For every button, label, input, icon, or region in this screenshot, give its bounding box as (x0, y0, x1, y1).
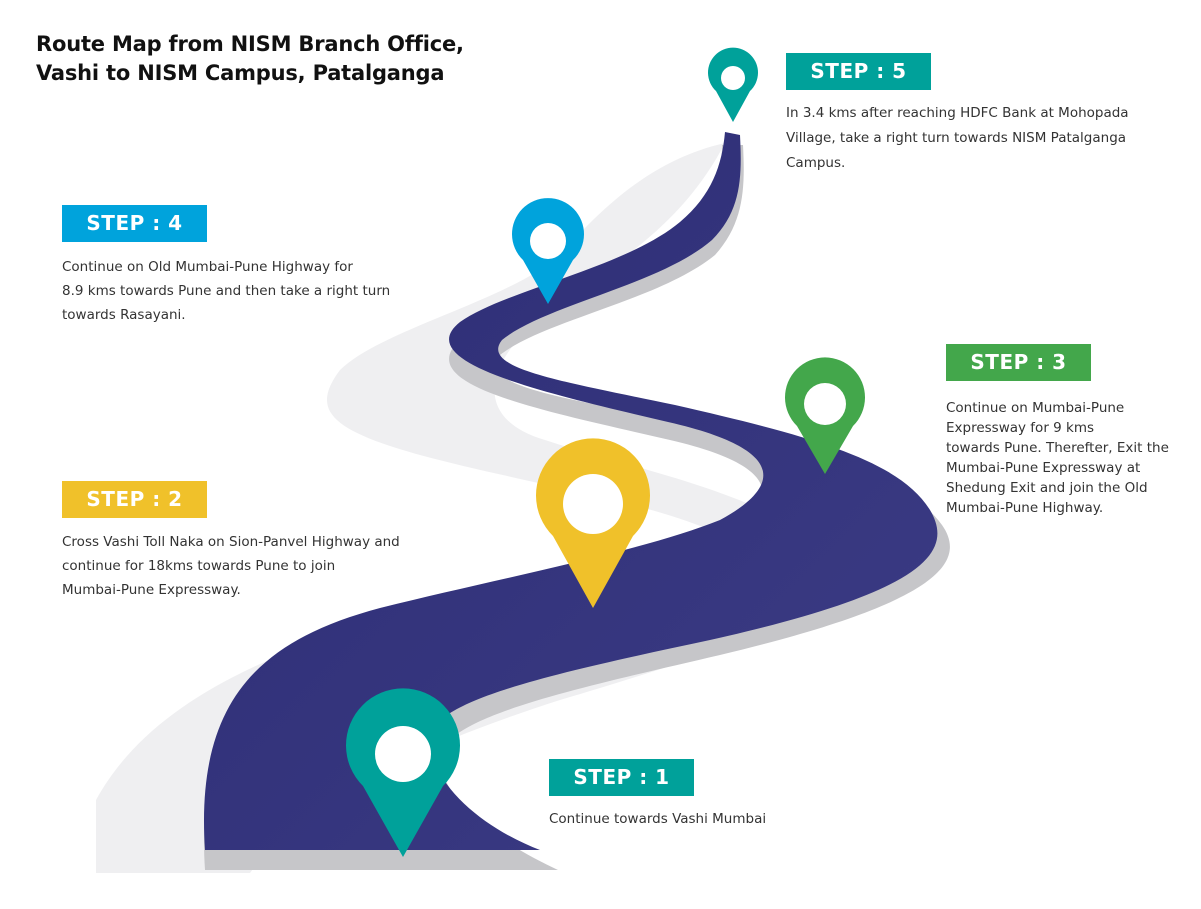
step-1-badge: STEP : 1 (549, 759, 694, 796)
step-4-badge: STEP : 4 (62, 205, 207, 242)
step-2-badge: STEP : 2 (62, 481, 207, 518)
page-title: Route Map from NISM Branch Office, Vashi… (36, 30, 464, 88)
road-surface (203, 132, 938, 850)
step-1-map-pin-icon (346, 688, 460, 857)
step-2-map-pin-icon (536, 438, 650, 608)
step-4-description: Continue on Old Mumbai-Pune Highway for … (62, 259, 391, 323)
step-3-badge: STEP : 3 (946, 344, 1091, 381)
page-title-line-1: Route Map from NISM Branch Office, (36, 32, 464, 56)
step-3-map-pin-icon (785, 357, 865, 474)
step-4-map-pin-icon (512, 198, 584, 304)
step-1-description: Continue towards Vashi Mumbai (549, 811, 767, 827)
step-5-description: In 3.4 kms after reaching HDFC Bank at M… (786, 105, 1129, 171)
step-5-badge: STEP : 5 (786, 53, 931, 90)
page-title-line-2: Vashi to NISM Campus, Patalganga (36, 61, 445, 85)
step-2-description: Cross Vashi Toll Naka on Sion-Panvel Hig… (62, 534, 400, 598)
step-5-map-pin-icon (708, 47, 758, 123)
step-3-description: Continue on Mumbai-Pune Expressway for 9… (946, 400, 1169, 516)
